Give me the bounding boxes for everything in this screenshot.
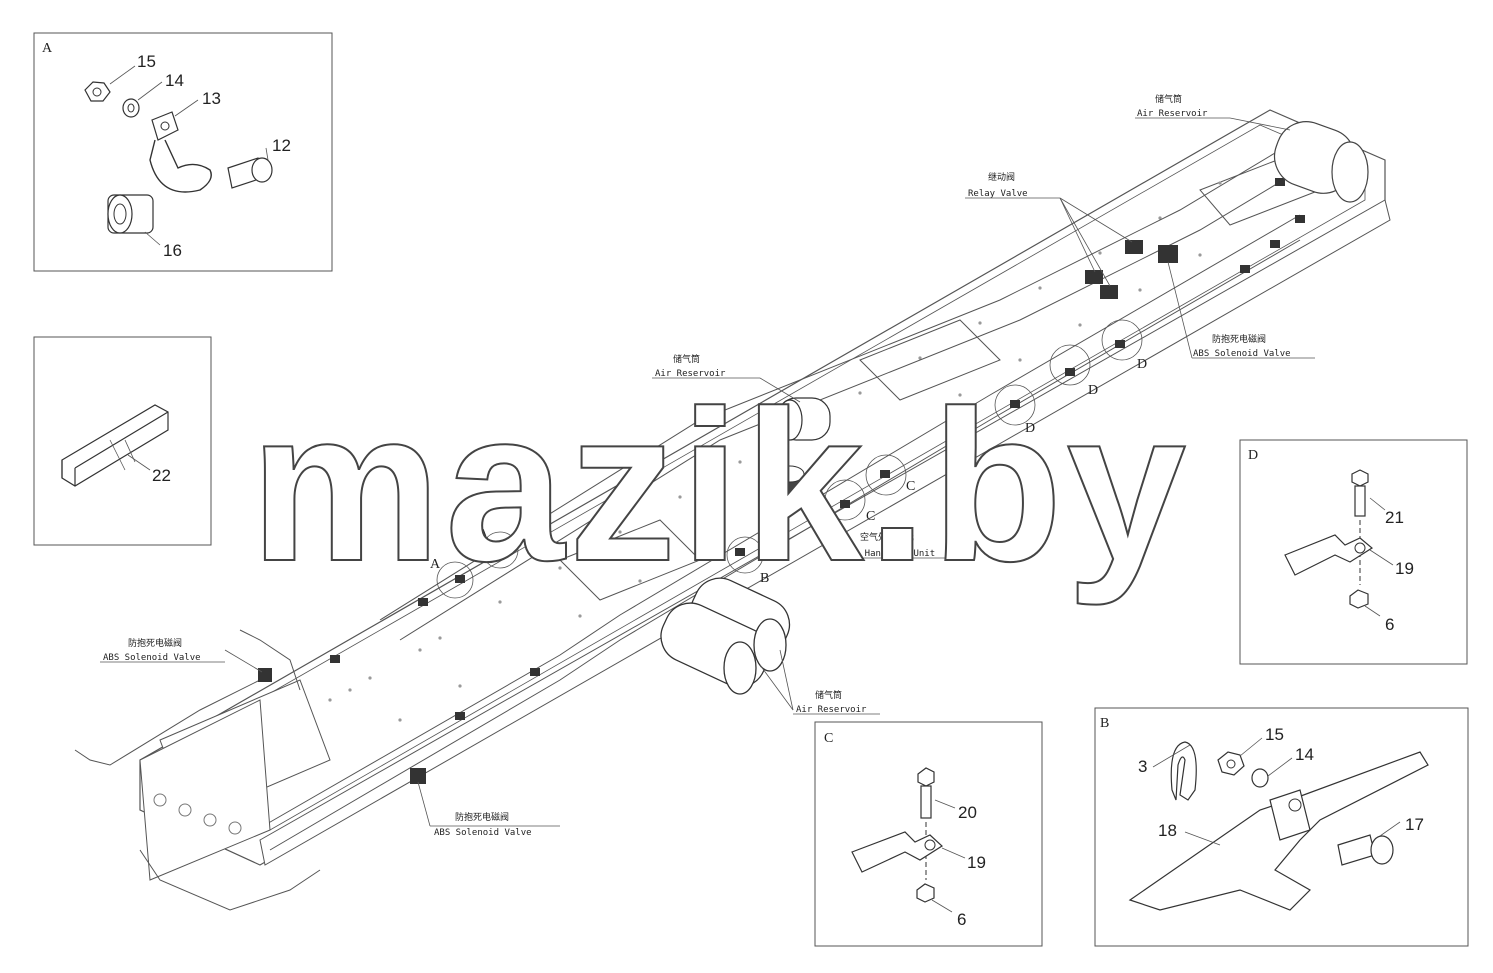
marker-d1: D	[1025, 421, 1035, 436]
callout-abs-front-left: 防抱死电磁阀 ABS Solenoid Valve	[100, 637, 263, 673]
callout-air-reservoir-rear: 储气筒 Air Reservoir	[1135, 93, 1291, 131]
bracket-part	[851, 831, 943, 873]
detail-view-d: D 21 19 6	[1239, 439, 1468, 665]
bolt-part	[1351, 469, 1369, 487]
detail-view-b: B 3 15 14 18 17	[1094, 707, 1469, 947]
part-number: 21	[1385, 508, 1404, 527]
air-reservoir-twin	[660, 577, 791, 695]
air-reservoir-mid-en-label: Air Reservoir	[655, 369, 726, 379]
part-number: 12	[272, 136, 291, 155]
air-reservoir-rear	[1273, 121, 1369, 203]
abs-front-right-en-label: ABS Solenoid Valve	[434, 828, 532, 838]
part-number: 15	[1265, 725, 1284, 744]
marker-a1: A	[430, 557, 441, 572]
relay-valve-cn-label: 继动阀	[988, 171, 1015, 183]
callout-air-handling-unit: 空气处理单元 Air Handling Unit	[799, 499, 960, 559]
abs-rear-cn-label: 防抱死电磁阀	[1212, 333, 1266, 345]
part-number: 19	[1395, 559, 1414, 578]
marker-c2: C	[866, 509, 875, 524]
callout-abs-rear: 防抱死电磁阀 ABS Solenoid Valve	[1167, 261, 1315, 359]
view-markers: A A B C C D D D	[430, 319, 1147, 599]
abs-front-left-cn-label: 防抱死电磁阀	[128, 637, 182, 649]
part-number: 14	[1295, 745, 1314, 764]
air-reservoir-mid-cn-label: 储气筒	[673, 353, 700, 365]
detail-view-c: C 20 19 6	[814, 721, 1043, 947]
part-number: 22	[152, 466, 171, 485]
part-number: 6	[957, 910, 966, 929]
air-reservoir-twin-en-label: Air Reservoir	[796, 705, 867, 715]
callout-relay-valve: 继动阀 Relay Valve	[965, 171, 1133, 287]
detail-a-title: A	[42, 41, 53, 56]
detail-c-title: C	[824, 731, 833, 746]
air-reservoir-twin-cn-label: 储气筒	[815, 689, 842, 701]
part-number: 6	[1385, 615, 1394, 634]
marker-c1: C	[906, 479, 915, 494]
air-handling-en-label: Air Handling Unit	[843, 549, 935, 559]
bolt-part	[917, 767, 935, 787]
part-number: 18	[1158, 821, 1177, 840]
air-reservoir-middle	[777, 397, 831, 441]
nut-part	[916, 883, 935, 903]
part-number: 17	[1405, 815, 1424, 834]
part-number: 14	[165, 71, 184, 90]
u-bolt-part	[1170, 741, 1197, 801]
washer-part	[1251, 768, 1269, 788]
detail-view-channel: 22	[33, 336, 212, 546]
callout-air-reservoir-twin: 储气筒 Air Reservoir	[759, 649, 880, 715]
abs-front-right-cn-label: 防抱死电磁阀	[455, 811, 509, 823]
marker-b: B	[760, 571, 769, 586]
part-number: 16	[163, 241, 182, 260]
part-number: 19	[967, 853, 986, 872]
marker-d2: D	[1088, 383, 1098, 398]
callout-air-reservoir-middle: 储气筒 Air Reservoir	[652, 353, 801, 403]
part-number: 20	[958, 803, 977, 822]
callout-abs-front-right: 防抱死电磁阀 ABS Solenoid Valve	[417, 781, 560, 838]
bracket-part	[1284, 534, 1374, 576]
air-reservoir-en-label: Air Reservoir	[1137, 109, 1208, 119]
marker-a2: A	[478, 527, 489, 542]
relay-valve-en-label: Relay Valve	[968, 189, 1028, 199]
watermark: mazik.by	[250, 365, 1190, 606]
detail-b-title: B	[1100, 716, 1109, 731]
abs-rear-en-label: ABS Solenoid Valve	[1193, 349, 1291, 359]
detail-d-title: D	[1248, 448, 1258, 463]
part-number: 13	[202, 89, 221, 108]
nut-part	[1349, 589, 1369, 609]
part-number: 15	[137, 52, 156, 71]
air-handling-cn-label: 空气处理单元	[860, 531, 914, 543]
air-handling-unit	[775, 465, 811, 506]
abs-front-left-en-label: ABS Solenoid Valve	[103, 653, 201, 663]
marker-d3: D	[1137, 357, 1147, 372]
detail-view-a: A 15 14 13 12 16	[33, 32, 333, 272]
relay-valves	[1085, 240, 1178, 299]
air-reservoir-cn-label: 储气筒	[1155, 93, 1182, 105]
part-number: 3	[1138, 757, 1147, 776]
